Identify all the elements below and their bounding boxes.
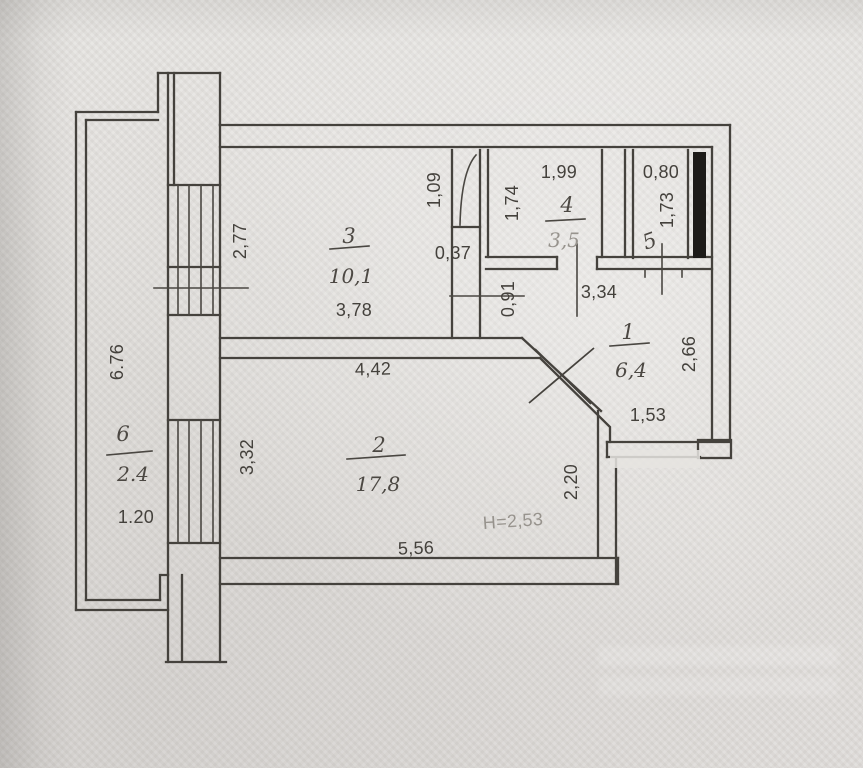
dim-room3-left: 2,77 <box>230 223 250 259</box>
dim-room1-left: 0,91 <box>498 281 518 317</box>
paper-edge-shadow <box>0 0 74 768</box>
dim-room3-door: 1,09 <box>424 172 444 208</box>
correction-patch <box>610 450 700 468</box>
room2-area: 17,8 <box>356 472 401 496</box>
room6-number: 6 <box>116 422 129 446</box>
dim-room1-right: 2,66 <box>679 336 699 372</box>
door-arc-room3 <box>459 153 478 226</box>
dim-room2-left: 3,32 <box>237 439 257 475</box>
watermark-smudge <box>598 640 838 702</box>
dim-room6-bottom: 1.20 <box>118 507 154 527</box>
room4-number: 4 <box>559 193 573 217</box>
wall-fill-black <box>693 152 706 258</box>
interior-walls <box>218 148 733 586</box>
dim-room5-side: 1,73 <box>657 192 677 228</box>
dim-room6-side: 6.76 <box>107 344 127 380</box>
dim-room4-top: 1,99 <box>541 162 577 182</box>
room6-area: 2.4 <box>116 462 149 486</box>
dim-room2-right: 2,20 <box>561 464 581 500</box>
dim-room3-stub: 0,37 <box>435 243 471 263</box>
window-room3 <box>153 183 249 317</box>
room4-area: 3,5 <box>548 228 580 252</box>
window-wall-strip <box>156 71 228 664</box>
dim-room2-top: 4,42 <box>355 359 392 380</box>
room2-number: 2 <box>371 433 385 457</box>
room3-number: 3 <box>342 224 355 248</box>
fraction-bars <box>106 218 650 460</box>
dim-room2-bottom: 5,56 <box>398 537 435 558</box>
outer-walls <box>218 123 732 443</box>
room5-number: 5 <box>639 227 660 254</box>
room1-area: 6,4 <box>615 358 647 382</box>
labels: 2,77 3 10,1 3,78 1,09 0,37 1,74 1,99 4 3… <box>107 162 699 559</box>
dim-room3-bottom: 3,78 <box>336 300 372 320</box>
ceiling-height-note: H=2,53 <box>482 509 544 533</box>
dim-room1-bottom: 1,53 <box>630 405 666 425</box>
balcony-walls <box>74 110 170 612</box>
paper-top-shadow <box>0 0 863 40</box>
room1-number: 1 <box>621 320 634 344</box>
dim-room4-left: 1,74 <box>502 185 522 221</box>
wall-end-block <box>696 438 733 460</box>
room3-area: 10,1 <box>329 264 374 288</box>
dim-room1-top: 3,34 <box>581 282 617 302</box>
window-room2 <box>166 418 222 545</box>
diagonal-wall <box>520 336 612 444</box>
dim-room5-top: 0,80 <box>643 162 679 182</box>
